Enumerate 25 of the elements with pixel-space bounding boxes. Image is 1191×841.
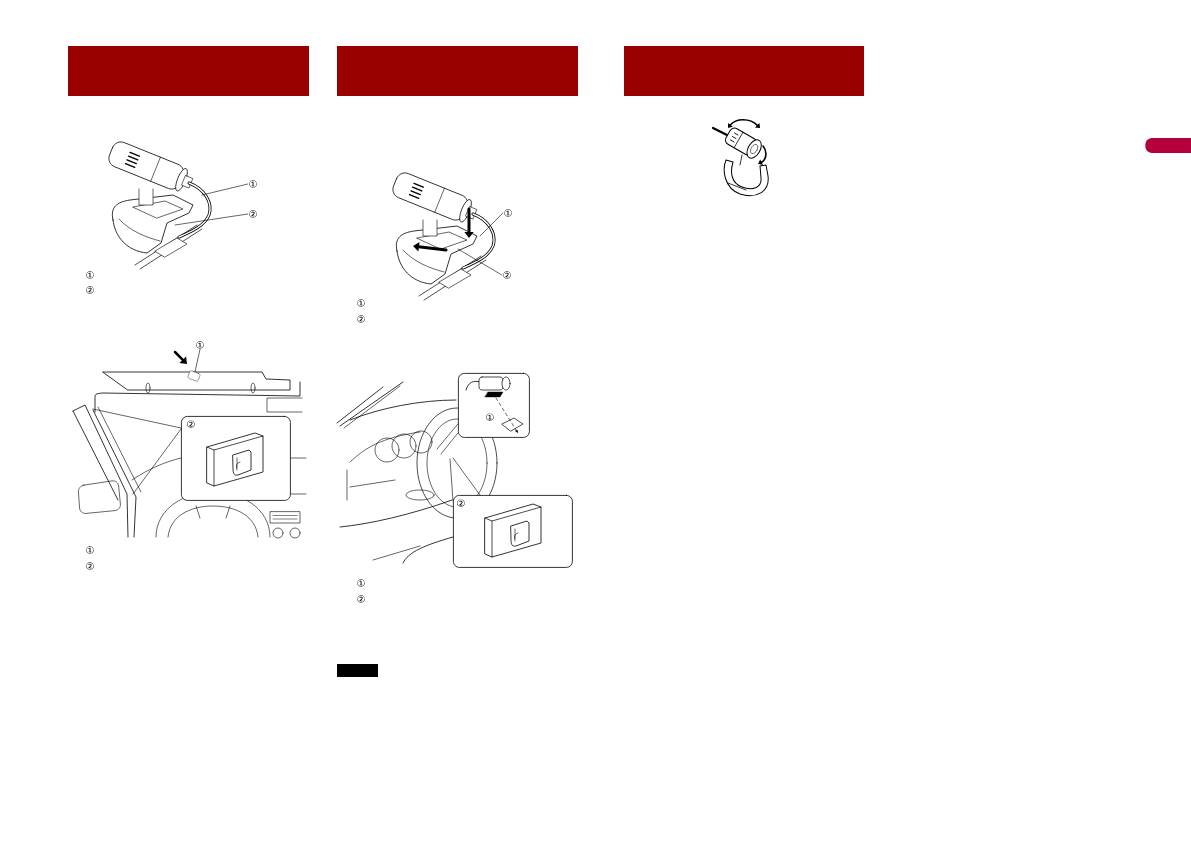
leader-line bbox=[201, 183, 249, 196]
list-number: ① bbox=[357, 299, 365, 307]
list-number: ② bbox=[86, 562, 94, 570]
leader-line bbox=[174, 213, 249, 226]
leader-line bbox=[132, 428, 182, 495]
leader-line bbox=[449, 458, 454, 502]
list-number: ① bbox=[86, 271, 94, 279]
leader-line bbox=[440, 432, 459, 455]
leader-line bbox=[479, 212, 504, 237]
microphone-icon bbox=[187, 370, 201, 382]
leader-line bbox=[436, 423, 459, 450]
leader-line bbox=[452, 457, 481, 496]
callout-number: ② bbox=[503, 271, 511, 279]
list-number: ② bbox=[357, 595, 365, 603]
list-number: ② bbox=[86, 286, 94, 294]
list-number: ② bbox=[357, 315, 365, 323]
leader-line bbox=[457, 248, 503, 276]
callout-number: ① bbox=[249, 180, 257, 188]
callout-number: ② bbox=[249, 210, 257, 218]
callout-number: ① bbox=[504, 209, 512, 217]
leader-line bbox=[194, 349, 201, 373]
list-number: ① bbox=[86, 546, 94, 554]
list-number: ① bbox=[357, 579, 365, 587]
leader-line bbox=[92, 408, 182, 429]
callout-number: ① bbox=[196, 341, 204, 349]
